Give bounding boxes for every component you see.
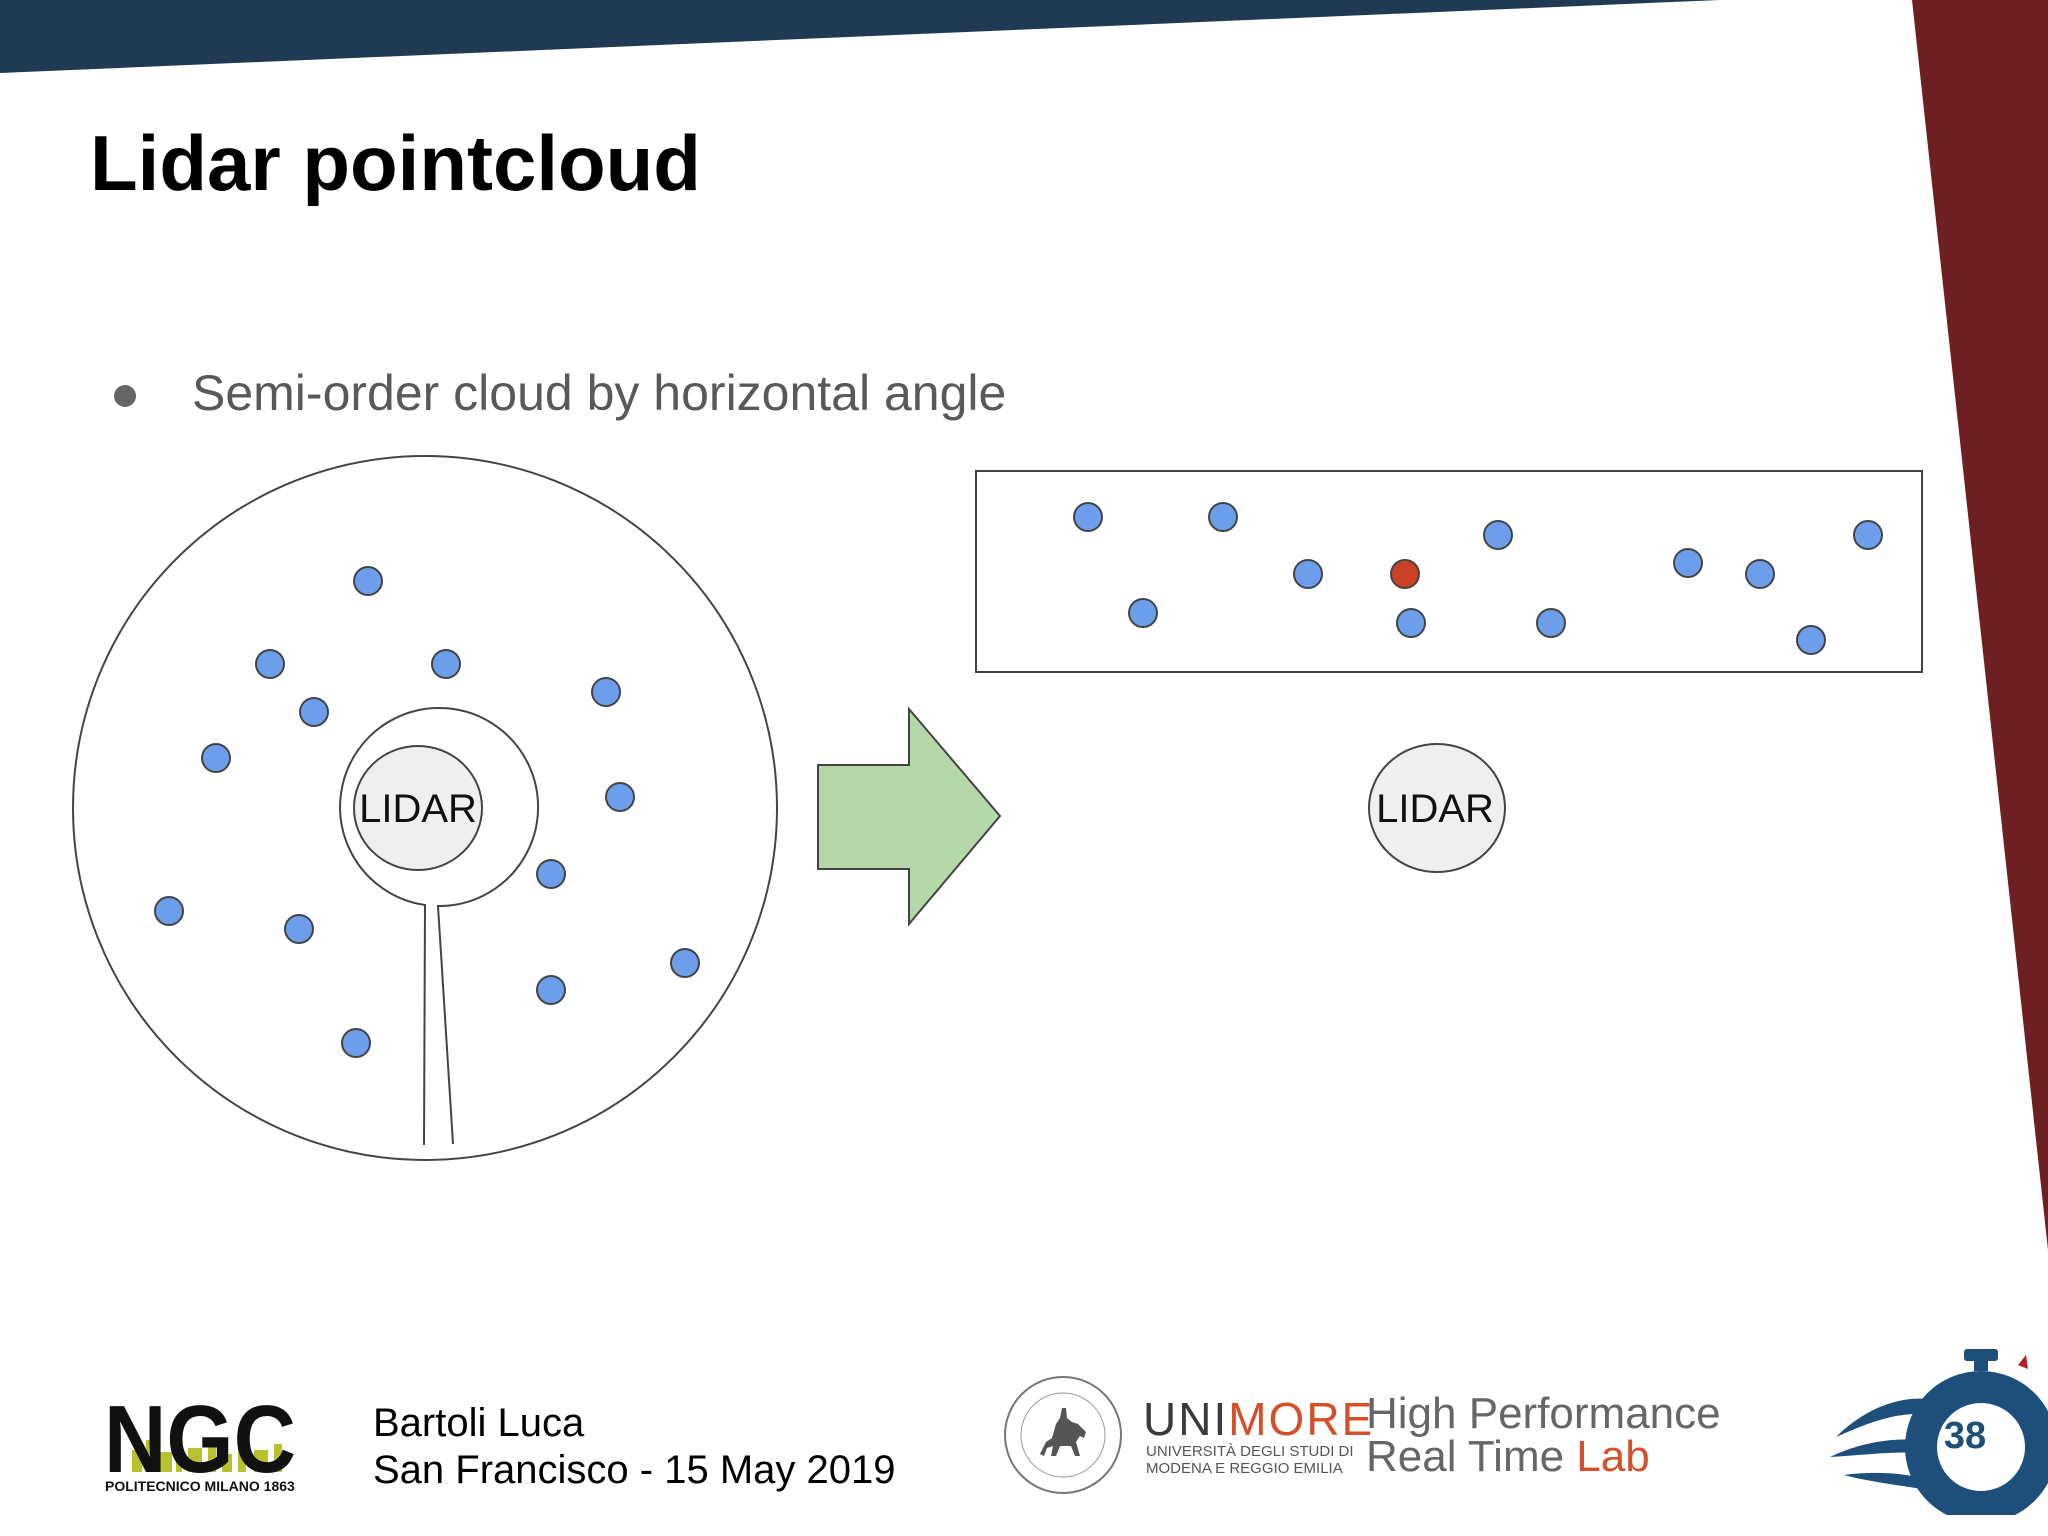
point [605, 782, 635, 812]
page-number: 38 [1943, 1415, 1987, 1457]
point [341, 1028, 371, 1058]
point [284, 914, 314, 944]
bullet-text: Semi-order cloud by horizontal angle [192, 365, 1007, 421]
circular-cloud: LIDAR [72, 455, 778, 1161]
point [670, 948, 700, 978]
unimore-line-1: UNIVERSITÀ DEGLI STUDI DI [1146, 1443, 1354, 1460]
cloud-points-left [154, 566, 700, 1058]
point [1483, 520, 1513, 550]
ngc-logo: NGC [104, 1392, 296, 1482]
unimore-subtitle: UNIVERSITÀ DEGLI STUDI DI MODENA E REGGI… [1146, 1443, 1354, 1477]
ngc-skyline [132, 1434, 282, 1472]
point [1073, 502, 1103, 532]
point [255, 649, 285, 679]
point [1673, 548, 1703, 578]
point [154, 896, 184, 926]
point [299, 697, 329, 727]
bullet-icon [114, 385, 136, 407]
point [1745, 559, 1775, 589]
point [1293, 559, 1323, 589]
top-band [0, 0, 1720, 73]
transform-arrow [817, 706, 1002, 927]
lidar-label-left: LIDAR [359, 787, 477, 831]
cloud-rect [975, 470, 1923, 673]
point [536, 859, 566, 889]
author-name: Bartoli Luca [373, 1401, 585, 1445]
event-info: San Francisco - 15 May 2019 [373, 1448, 896, 1492]
point [591, 677, 621, 707]
highlight-point [1390, 559, 1420, 589]
unimore-more: MORE [1228, 1393, 1375, 1445]
point [1796, 625, 1826, 655]
ngc-subtitle: POLITECNICO MILANO 1863 [105, 1478, 295, 1494]
stopwatch-icon [1830, 1349, 2048, 1515]
point [536, 975, 566, 1005]
lidar-sensor-left [353, 745, 483, 871]
lab-line-2-prefix: Real Time [1366, 1432, 1577, 1481]
lidar-sensor-right [1368, 743, 1506, 873]
side-band [1912, 0, 2048, 1250]
unimore-line-2: MODENA E REGGIO EMILIA [1146, 1460, 1343, 1477]
point [1396, 608, 1426, 638]
horse-rider-icon [1040, 1408, 1086, 1456]
university-seal [1004, 1376, 1122, 1494]
unimore-logo: UNIMORE [1143, 1392, 1374, 1446]
point [201, 743, 231, 773]
point [353, 566, 383, 596]
point [431, 649, 461, 679]
lab-line-1: High Performance [1366, 1389, 1721, 1438]
point [1853, 520, 1883, 550]
point [1536, 608, 1566, 638]
point [1128, 598, 1158, 628]
unimore-uni: UNI [1143, 1393, 1229, 1445]
point [1208, 502, 1238, 532]
lab-line-2: Real Time Lab [1366, 1432, 1721, 1481]
rect-cloud: LIDAR [975, 470, 1923, 873]
slide-title: Lidar pointcloud [90, 119, 701, 207]
cloud-points-right [1073, 502, 1883, 655]
lab-line-2-suffix: Lab [1576, 1432, 1650, 1481]
ngc-logo-text: NGC [104, 1392, 296, 1482]
footer-author-block: Bartoli Luca San Francisco - 15 May 2019 [373, 1400, 895, 1494]
lidar-label-right: LIDAR [1376, 787, 1494, 831]
lab-logo: High Performance Real Time Lab [1366, 1389, 1721, 1481]
